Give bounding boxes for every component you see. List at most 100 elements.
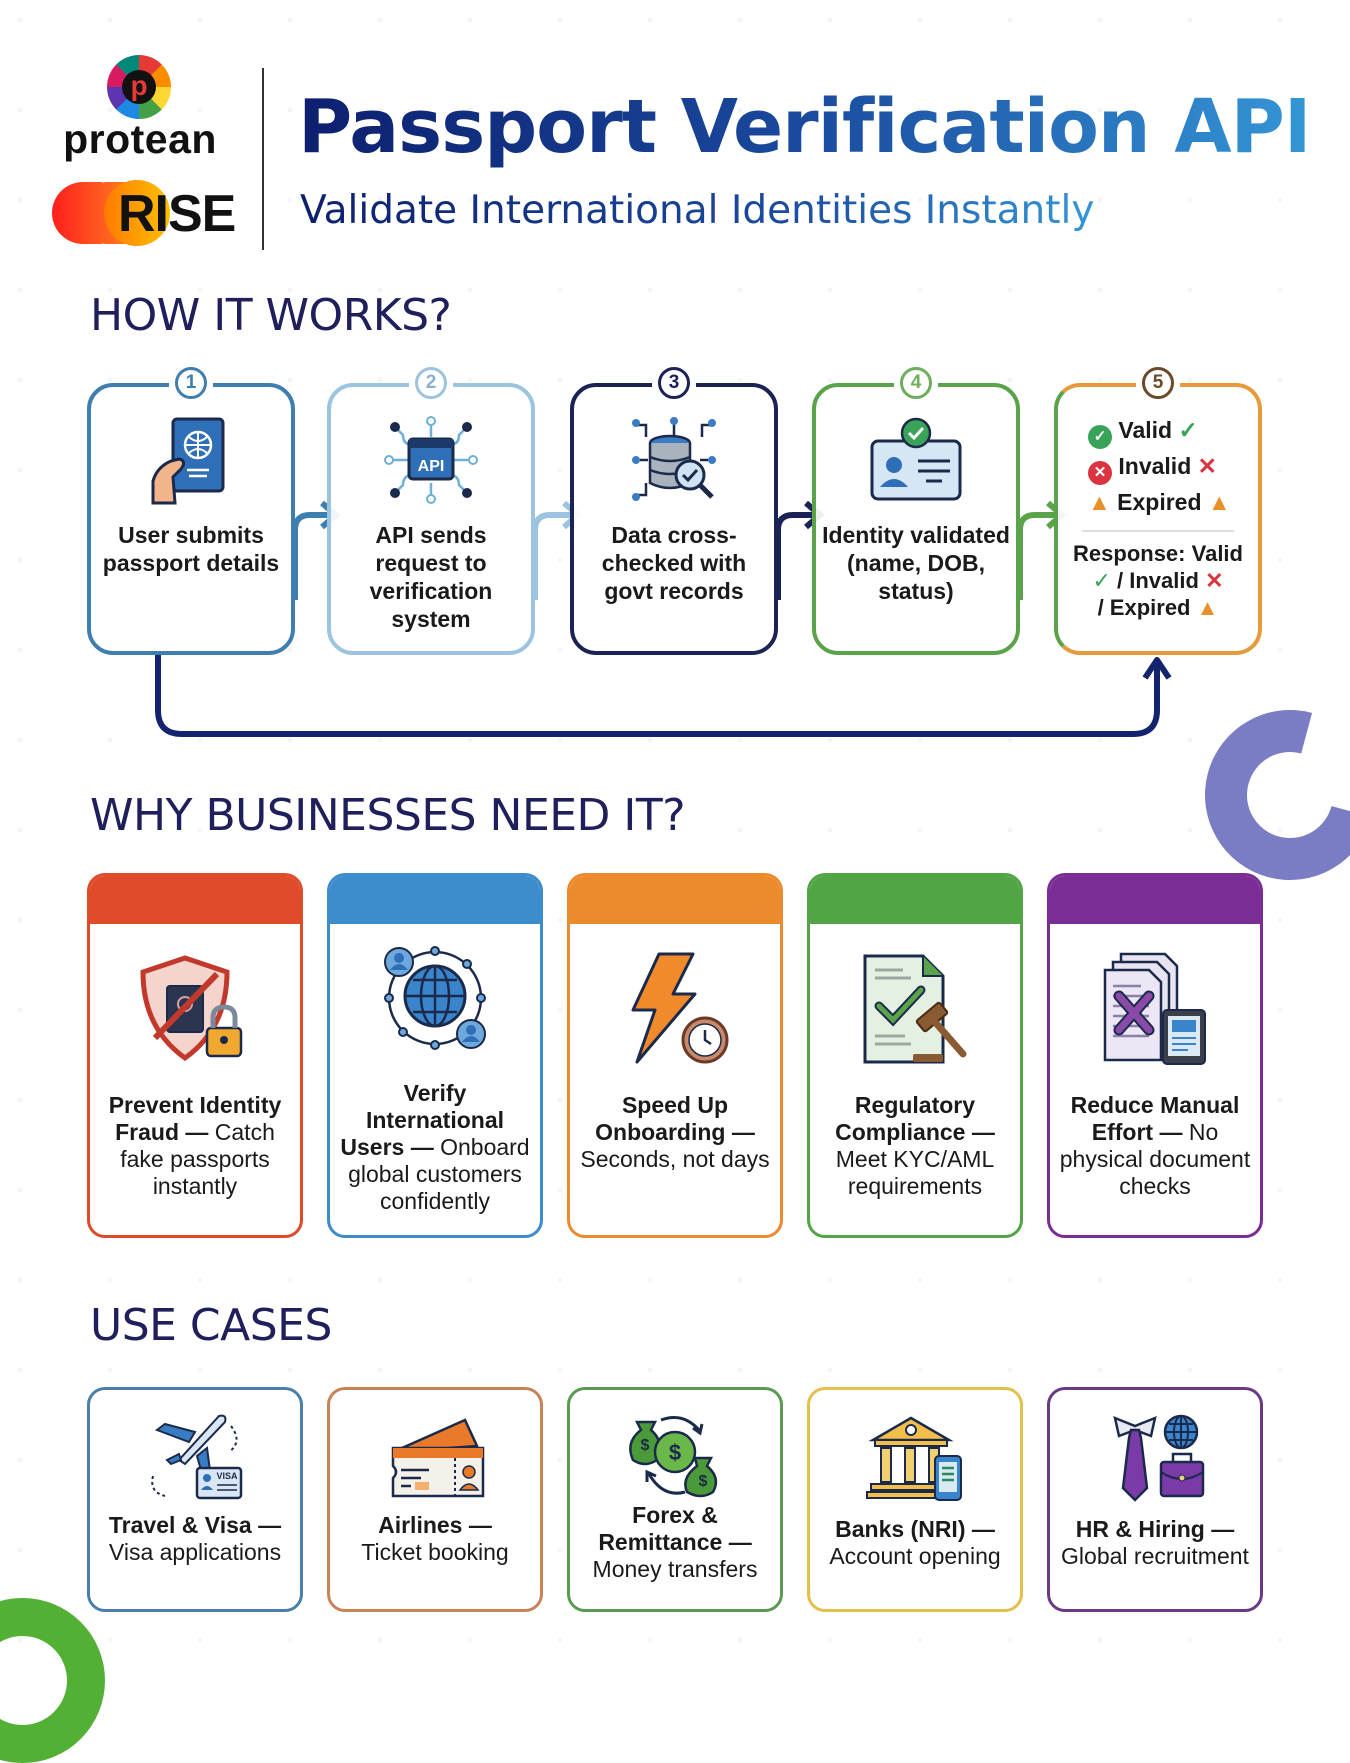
why-card-desc: Onboard global customers confidently: [348, 1134, 530, 1214]
warning-triangle-icon: ▲: [1207, 489, 1231, 515]
step-number-1: 1: [175, 367, 207, 399]
use-case-text: Forex & Remittance —Money transfers: [570, 1502, 780, 1583]
rise-logo: RISE: [52, 178, 236, 246]
step-card-1: 1 User submits passport details: [87, 367, 295, 655]
step-number-4: 4: [900, 367, 932, 399]
header-divider: [262, 68, 264, 250]
use-case-airlines: Airlines —Ticket booking: [327, 1387, 543, 1612]
database-search-icon: [626, 415, 722, 505]
svg-text:API: API: [418, 458, 445, 475]
use-case-title: Airlines: [378, 1512, 463, 1538]
separator: —: [410, 1134, 434, 1160]
flow-connectors: [155, 500, 1172, 737]
status-list: ✓ Valid ✓ ✕ Invalid ✕ ▲ Expired ▲: [1058, 413, 1258, 520]
svg-text:$: $: [699, 1473, 708, 1490]
use-case-hr: HR & Hiring —Global recruitment: [1047, 1387, 1263, 1612]
id-card-check-icon: [868, 415, 964, 505]
status-invalid-label: Invalid: [1118, 453, 1192, 479]
separator: —: [728, 1529, 752, 1555]
use-case-title: Forex & Remittance: [598, 1502, 723, 1555]
bank-phone-icon: [865, 1412, 965, 1502]
step-card-4: 4 Identity validated (name, DOB, status): [812, 367, 1020, 655]
use-case-text: Banks (NRI) —Account opening: [810, 1516, 1020, 1570]
use-case-title: Banks (NRI): [835, 1516, 966, 1542]
check-icon: ✓: [1178, 417, 1198, 443]
status-divider: [1082, 530, 1234, 532]
use-case-desc: Visa applications: [108, 1539, 282, 1565]
use-case-desc: Account opening: [829, 1543, 1001, 1569]
warning-triangle-icon: ▲: [1088, 489, 1111, 515]
response-valid: Valid: [1191, 541, 1243, 566]
step-text-2: API sends request to verification system: [369, 522, 493, 632]
why-card-title: Speed Up Onboarding: [595, 1092, 729, 1145]
money-bags-icon: $$$: [625, 1408, 725, 1498]
use-cases-heading: USE CASES: [90, 1300, 332, 1351]
step-number-3: 3: [658, 367, 690, 399]
step-card-3: 3 Data cross-checked with govt records: [570, 367, 778, 655]
response-expired: / Expired: [1097, 595, 1191, 620]
tie-briefcase-icon: [1105, 1412, 1205, 1502]
why-card-speed: Speed Up Onboarding — Seconds, not days: [567, 873, 783, 1238]
page-title: Passport Verification API: [298, 84, 1311, 170]
separator: —: [971, 1119, 995, 1145]
step-text-1: User submits passport details: [102, 522, 280, 576]
separator: —: [1211, 1516, 1235, 1542]
rise-logo-text: RISE: [118, 185, 236, 243]
use-case-desc: Money transfers: [592, 1556, 758, 1582]
why-card-desc: Seconds, not days: [580, 1146, 770, 1172]
use-case-title: HR & Hiring: [1075, 1516, 1205, 1542]
warning-triangle-icon: ▲: [1196, 595, 1219, 620]
svg-text:VISA: VISA: [216, 1471, 238, 1481]
use-case-desc: Ticket booking: [361, 1539, 509, 1565]
response-label: Response:: [1073, 541, 1186, 566]
status-expired-label: Expired: [1117, 489, 1202, 515]
step-number-5: 5: [1142, 367, 1174, 399]
why-card-band: [570, 876, 780, 924]
why-card-text: Speed Up Onboarding — Seconds, not days: [570, 1092, 780, 1173]
status-expired: ▲ Expired ▲: [1088, 485, 1258, 520]
why-card-band: [90, 876, 300, 924]
loop-arrow: [155, 655, 1160, 737]
why-card-text: Prevent Identity Fraud — Catch fake pass…: [90, 1092, 300, 1200]
lightning-clock-icon: [615, 950, 735, 1070]
why-card-compliance: Regulatory Compliance — Meet KYC/AML req…: [807, 873, 1023, 1238]
why-card-band: [1050, 876, 1260, 924]
why-card-title: Regulatory Compliance: [835, 1092, 976, 1145]
document-gavel-icon: [855, 950, 975, 1070]
response-invalid: / Invalid: [1117, 568, 1199, 593]
status-invalid: ✕ Invalid ✕: [1088, 449, 1258, 485]
api-network-icon: API: [383, 415, 479, 505]
step-card-5: 5 ✓ Valid ✓ ✕ Invalid ✕ ▲ Expired ▲ Resp…: [1054, 367, 1262, 655]
why-card-band: [330, 876, 540, 924]
use-case-travel-visa: VISA Travel & Visa —Visa applications: [87, 1387, 303, 1612]
page-subtitle: Validate International Identities Instan…: [300, 188, 1095, 233]
globe-users-icon: [375, 938, 495, 1058]
step-text-3: Data cross-checked with govt records: [601, 522, 747, 604]
loop-arrow-head: [1142, 657, 1172, 680]
protean-logo-text: protean: [63, 116, 217, 162]
why-card-manual-effort: Reduce Manual Effort — No physical docum…: [1047, 873, 1263, 1238]
use-case-desc: Global recruitment: [1061, 1543, 1249, 1569]
separator: —: [731, 1119, 755, 1145]
check-icon: ✓: [1092, 568, 1111, 593]
shield-lock-icon: [135, 950, 255, 1070]
why-card-text: Reduce Manual Effort — No physical docum…: [1050, 1092, 1260, 1200]
separator: —: [1159, 1119, 1183, 1145]
plane-visa-icon: VISA: [145, 1412, 245, 1502]
response-text: Response: Valid ✓ / Invalid ✕ / Expired …: [1058, 540, 1258, 621]
why-card-band: [810, 876, 1020, 924]
ticket-icon: [385, 1412, 485, 1502]
why-businesses-heading: WHY BUSINESSES NEED IT?: [90, 790, 686, 841]
use-case-text: HR & Hiring —Global recruitment: [1050, 1516, 1260, 1570]
step-card-2: 2 API API sends request to verification …: [327, 367, 535, 655]
why-card-title: Reduce Manual Effort: [1070, 1092, 1240, 1145]
protean-logo-icon: p: [107, 55, 171, 119]
why-card-title: Prevent Identity Fraud: [108, 1092, 282, 1145]
step-number-2: 2: [415, 367, 447, 399]
separator: —: [468, 1512, 492, 1538]
why-card-text: Regulatory Compliance — Meet KYC/AML req…: [810, 1092, 1020, 1200]
x-circle-icon: ✕: [1088, 461, 1112, 485]
documents-tablet-icon: [1095, 950, 1215, 1070]
use-case-text: Travel & Visa —Visa applications: [90, 1512, 300, 1566]
separator: —: [185, 1119, 209, 1145]
